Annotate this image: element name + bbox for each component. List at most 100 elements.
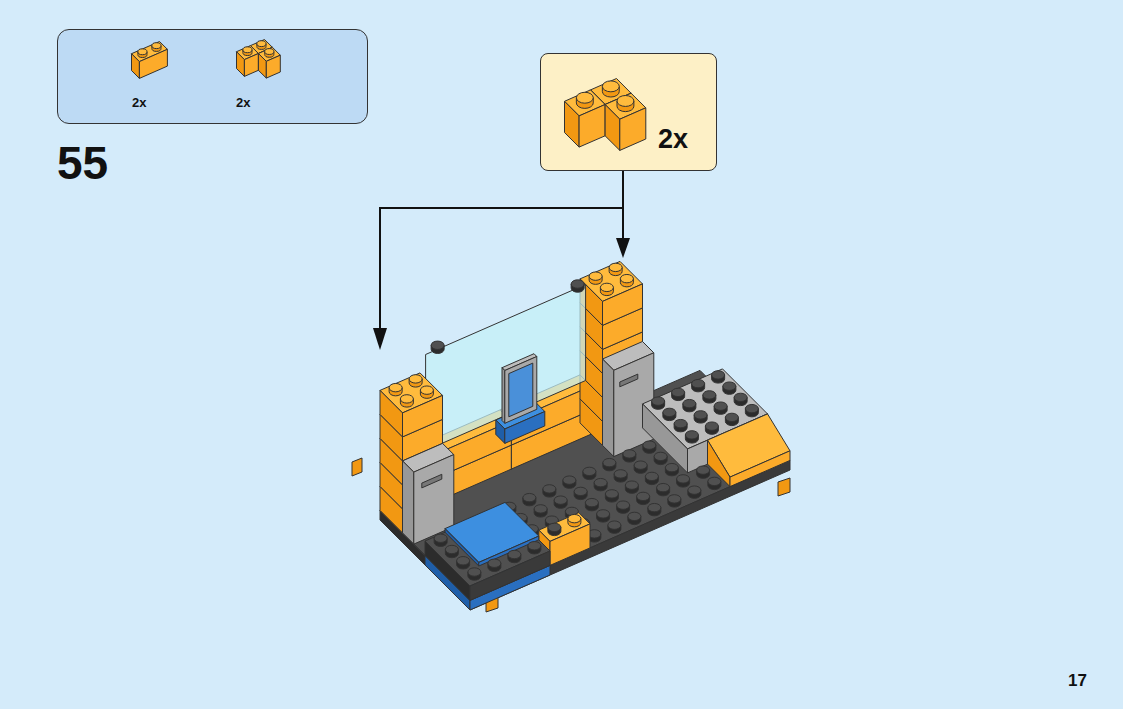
stud [468,568,481,576]
stud [389,383,402,391]
stud [648,503,661,511]
brick-face [237,52,245,77]
stud [677,475,690,483]
callout-box: 2x [540,53,717,171]
stud [534,505,547,513]
stud [634,461,647,469]
stud [657,483,670,491]
clip [352,458,362,476]
stud [625,481,638,489]
brick-face [579,105,605,148]
stud [668,495,681,503]
stud [594,478,607,486]
brick-face [380,390,403,437]
step-number: 55 [57,137,108,189]
stud [697,466,710,474]
stud [548,523,561,531]
stud [672,388,685,396]
quantity-label: 2x [236,95,250,110]
stud [597,510,610,518]
brick-face [445,502,539,562]
stud [589,272,602,280]
brick-face [496,420,505,443]
stud [431,341,444,349]
stud [623,450,636,458]
stud [723,382,736,390]
stud [628,512,641,520]
stud [608,521,621,529]
stud [152,43,161,49]
stud [617,96,634,107]
stud [585,498,598,506]
screen [509,363,533,417]
quantity-label: 2x [132,95,146,110]
vent [422,474,442,488]
stud [554,496,567,504]
stud [420,386,433,394]
stud [705,422,718,430]
stud [652,397,665,405]
stud [543,485,556,493]
stud [243,47,252,53]
brick-face [643,404,688,473]
stud [617,501,630,509]
stud [708,477,721,485]
stud [563,476,576,484]
stud [265,49,274,55]
stud [714,402,727,410]
part-illustration [541,54,716,170]
stud [400,395,413,403]
stud [445,545,458,553]
stud [643,441,656,449]
stud [745,404,758,412]
stud [712,371,725,379]
stud [645,472,658,480]
stud [574,487,587,495]
stud [663,408,676,416]
brick-face [565,101,580,147]
vent [620,374,638,387]
stud [688,486,701,494]
stud [457,557,470,565]
stud [734,393,747,401]
stud [665,463,678,471]
stud [694,411,707,419]
brick-face [132,54,140,79]
brick-face [505,357,537,424]
stud [703,391,716,399]
stud [609,263,622,271]
stud [725,413,738,421]
clip [778,478,790,496]
stud [571,280,584,288]
brick-face [620,108,646,151]
brick-face [403,461,414,544]
stud [508,550,521,558]
stud [614,470,627,478]
stud [434,534,447,542]
brick-face [603,359,614,457]
brick-face [258,54,266,79]
slope [708,440,731,487]
stud [257,41,266,47]
stud [409,375,422,383]
stud [583,467,596,475]
stud [576,92,593,103]
leader-line [380,208,623,330]
arrow-head [373,328,387,350]
brick-face [605,105,620,151]
stud [600,283,613,291]
page-number: 17 [1068,671,1087,690]
parts-panel: 2x 2x [57,29,368,124]
stud [654,452,667,460]
stud [138,49,147,55]
leader-lines [373,171,630,350]
stud [620,274,633,282]
stud [685,431,698,439]
stud [602,81,619,92]
arrow-head [616,238,630,258]
lego-model [352,261,790,612]
stud [523,493,536,501]
brick-face [266,55,280,78]
brick-face [445,529,479,566]
stud [528,542,541,550]
